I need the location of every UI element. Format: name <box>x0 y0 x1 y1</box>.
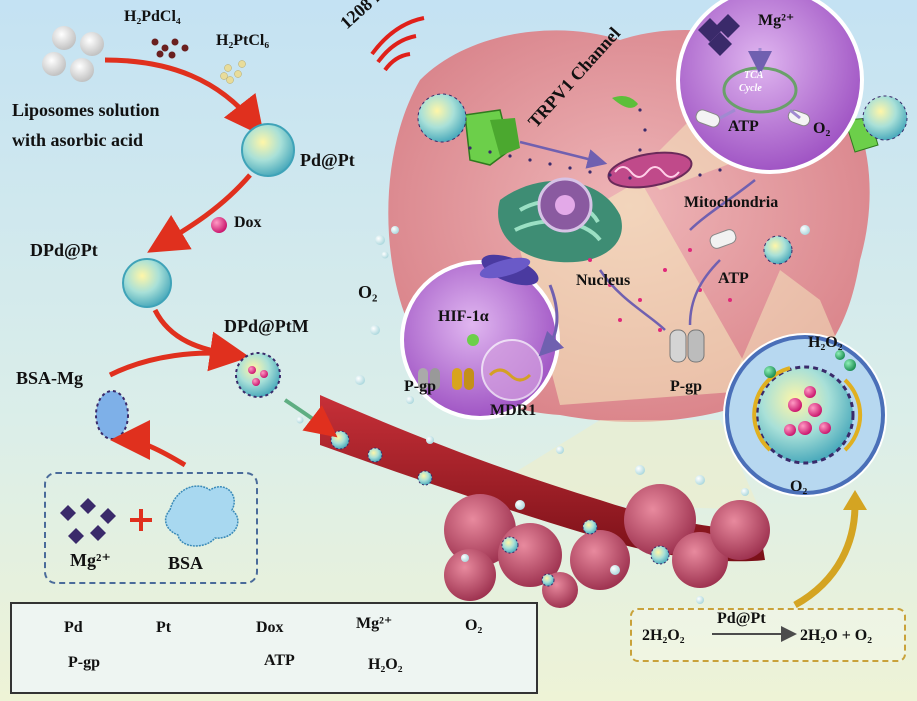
pt-precursor-dots <box>220 60 246 84</box>
catalysis-arrow <box>793 504 859 609</box>
label-h2ptcl6: H₂PtCl₆ <box>216 32 270 49</box>
o2-bubbles <box>296 225 810 604</box>
dox-ball <box>211 217 227 233</box>
nucleus-to-pgp-line <box>598 269 666 331</box>
label-pgp-inset: P-gp <box>404 378 436 395</box>
nucleus-organelle <box>498 177 622 263</box>
legend-box <box>10 602 538 694</box>
bsa-mg-box <box>44 472 258 584</box>
atp-to-pgp-line <box>688 259 721 326</box>
label-atp-top: ATP <box>728 118 759 135</box>
label-tca-1: TCA <box>744 70 764 81</box>
label-liposomes-1: Liposomes solution <box>12 100 160 120</box>
atp-canister-cell <box>709 229 737 249</box>
label-o2-top: O₂ <box>813 120 831 137</box>
equation-right: 2H₂O + O₂ <box>800 627 873 644</box>
bsa-mg-particle <box>95 390 129 440</box>
vessel-nanoparticles <box>330 430 670 587</box>
label-atp-cell: ATP <box>718 270 749 287</box>
label-dpd-pt: DPd@Pt <box>30 240 98 260</box>
label-bsa-mg: BSA-Mg <box>16 368 83 388</box>
label-pgp-cell: P-gp <box>670 378 702 395</box>
label-o2-circle: O₂ <box>790 478 808 495</box>
dpd-ptm-particle <box>235 352 281 398</box>
dox-dots-cell <box>588 248 732 332</box>
particle-inset <box>723 333 887 497</box>
legend-label-dox: Dox <box>256 619 284 636</box>
legend-label-mg2: Mg²⁺ <box>356 615 393 632</box>
reaction-equation-box <box>630 608 906 662</box>
tumor-cluster <box>444 484 770 608</box>
label-mg2-box: Mg²⁺ <box>70 550 111 570</box>
label-hif: HIF-1α <box>438 308 489 325</box>
trpv1-to-mito-arrow <box>519 140 608 169</box>
label-dox: Dox <box>234 214 262 231</box>
legend-label-h2o2: H₂O₂ <box>368 656 403 673</box>
label-mg2-top: Mg²⁺ <box>758 12 795 29</box>
synthesis-arrow-1 <box>104 57 265 137</box>
dpd-ptm-dox <box>248 366 268 386</box>
label-dpd-ptm: DPd@PtM <box>224 316 309 336</box>
pgp-transporter <box>669 329 705 363</box>
legend-label-pgp: P-gp <box>68 654 100 671</box>
mito-to-atp-line <box>689 179 756 231</box>
legend-label-o2: O₂ <box>465 617 483 634</box>
pd-precursor-dots <box>151 38 189 59</box>
label-h2o2-circle: H₂O₂ <box>808 334 843 351</box>
green-leaf <box>612 96 638 108</box>
legend-label-atp: ATP <box>264 652 295 669</box>
label-mdr1: MDR1 <box>490 402 537 419</box>
cell-nanoparticles <box>417 93 908 265</box>
label-pd-pt: Pd@Pt <box>300 150 355 170</box>
plus-icon <box>130 509 152 531</box>
laser-waves-icon <box>370 16 425 72</box>
label-tca-2: Cycle <box>739 83 762 94</box>
legend-label-pd: Pd <box>64 619 83 636</box>
hif-inset <box>400 254 565 420</box>
liposome-spheres <box>42 26 104 82</box>
equation-left: 2H₂O₂ <box>642 627 685 644</box>
label-h2pdcl4: H₂PdCl₄ <box>124 8 181 25</box>
trpv1-channel <box>464 109 520 166</box>
equation-catalyst: Pd@Pt <box>717 610 766 627</box>
label-mitochondria: Mitochondria <box>684 194 779 211</box>
label-o2-left: O₂ <box>358 282 378 302</box>
pd-pt-particle <box>241 123 295 177</box>
bsa-protein-icon <box>164 485 239 547</box>
tca-inset <box>676 0 864 174</box>
label-nucleus: Nucleus <box>576 272 631 289</box>
legend-label-pt: Pt <box>156 619 172 636</box>
synthesis-arrow-5 <box>110 420 187 468</box>
label-bsa: BSA <box>168 553 204 573</box>
synthesis-arrow-2 <box>147 173 252 253</box>
label-liposomes-2: with asorbic acid <box>12 130 144 150</box>
injection-arrow <box>283 398 338 438</box>
mg-diamonds-icon <box>60 498 116 544</box>
catalysis-arrowhead <box>843 490 867 510</box>
synthesis-arrow-4 <box>108 350 236 378</box>
dpd-pt-particle <box>122 258 172 308</box>
